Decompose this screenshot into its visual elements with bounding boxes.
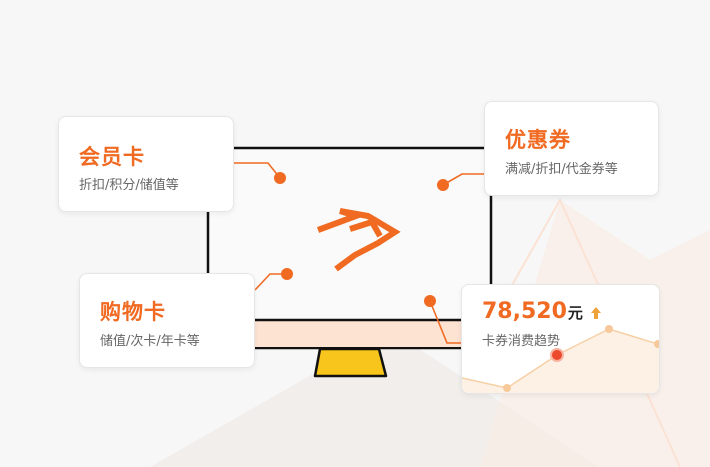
up-arrow-icon [591, 307, 601, 319]
connector-dot [424, 295, 436, 307]
coupon-card-title: 优惠券 [505, 128, 571, 152]
shopping-card[interactable]: 购物卡 储值/次卡/年卡等 [79, 273, 255, 368]
trend-unit: 元 [567, 304, 583, 322]
connector-coupon [442, 173, 484, 186]
connector-trend [429, 300, 461, 344]
consumption-trend-card[interactable]: 78,520元 卡券消费趋势 [461, 284, 660, 394]
shopping-card-desc: 储值/次卡/年卡等 [100, 334, 200, 349]
member-card-desc: 折扣/积分/储值等 [79, 178, 179, 193]
trend-sparkline [462, 307, 659, 393]
monitor-stand [313, 347, 388, 378]
trend-amount: 78,520 [482, 299, 567, 324]
connector-dot [274, 172, 286, 184]
brand-logo-icon [316, 208, 401, 272]
connector-member [234, 162, 281, 179]
shopping-card-title: 购物卡 [100, 300, 166, 324]
trend-point [654, 340, 659, 348]
bg-shape [150, 330, 600, 467]
trend-point [605, 325, 613, 333]
trend-label: 卡券消费趋势 [482, 334, 561, 349]
trend-point-highlight [552, 350, 562, 360]
trend-point [503, 384, 511, 392]
connector-dots [274, 172, 449, 307]
coupon-card[interactable]: 优惠券 满减/折扣/代金券等 [484, 101, 659, 196]
connector-dot [281, 268, 293, 280]
member-card-title: 会员卡 [79, 145, 145, 169]
connectors [234, 162, 484, 344]
member-card[interactable]: 会员卡 折扣/积分/储值等 [58, 116, 234, 212]
connector-dot [437, 179, 449, 191]
trend-value: 78,520元 [482, 299, 583, 324]
coupon-card-desc: 满减/折扣/代金券等 [505, 162, 618, 177]
